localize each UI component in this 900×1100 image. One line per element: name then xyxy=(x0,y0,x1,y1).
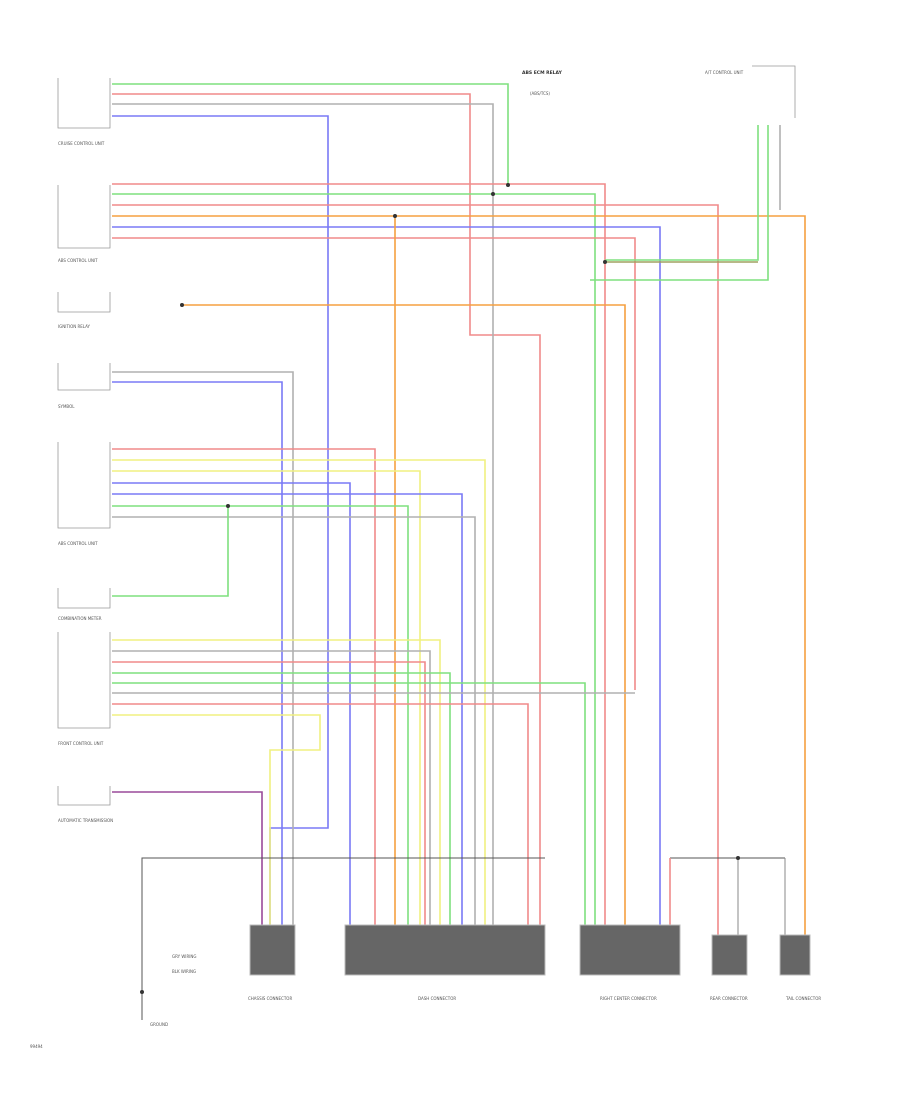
wire-front-yellow-2 xyxy=(112,714,321,975)
right-center-connector-block xyxy=(579,924,681,976)
wire-cruise-green xyxy=(112,83,509,185)
top-right-box xyxy=(752,65,796,118)
wire-abs2-yellow-1 xyxy=(112,459,486,975)
label-abs-control: ABS CONTROL UNIT xyxy=(58,258,98,263)
label-abs-control-2: ABS CONTROL UNIT xyxy=(58,541,98,546)
abs-control-unit-box xyxy=(57,185,111,249)
label-cruise-control: CRUISE CONTROL UNIT xyxy=(58,141,105,146)
wire-front-red-2 xyxy=(112,703,529,975)
splice-dot xyxy=(603,260,607,264)
wire-cruise-red xyxy=(112,93,541,975)
label-front-control: FRONT CONTROL UNIT xyxy=(58,741,104,746)
wire-ground-bus xyxy=(141,857,545,1020)
rear-connector-block xyxy=(711,934,748,976)
wires xyxy=(112,83,806,1020)
front-control-unit-box xyxy=(57,632,111,729)
connector-pins xyxy=(249,924,811,976)
label-rear-connector: REAR CONNECTOR xyxy=(710,996,748,1001)
wire-front-green-1 xyxy=(112,672,451,975)
component-boxes xyxy=(57,65,796,806)
legend-b: BLK WIRING xyxy=(172,969,196,974)
component-labels: CRUISE CONTROL UNIT ABS CONTROL UNIT IGN… xyxy=(30,70,821,1049)
tail-connector-block xyxy=(779,934,811,976)
wire-cruise-gray xyxy=(112,103,494,975)
small-box xyxy=(57,588,111,609)
abs-control-unit-2-box xyxy=(57,442,111,529)
wire-front-red xyxy=(112,661,426,975)
wire-abs-red-2 xyxy=(112,204,719,975)
wire-front-gray xyxy=(112,650,431,975)
ignition-relay-box xyxy=(57,292,111,313)
wire-abs-green xyxy=(112,193,596,975)
wire-abs2-blue-2 xyxy=(112,493,463,975)
splice-dots xyxy=(140,183,740,994)
splice-dot xyxy=(491,192,495,196)
label-chassis-connector: CHASSIS CONNECTOR xyxy=(248,996,292,1001)
wire-at-green-1 xyxy=(605,125,759,261)
wire-abs2-red xyxy=(112,448,376,975)
wire-front-yellow xyxy=(112,639,441,975)
label-abs-relay-sub: (ABS/TCS) xyxy=(530,91,550,96)
splice-dot xyxy=(393,214,397,218)
wire-at-violet xyxy=(112,791,263,975)
chassis-connector-block xyxy=(249,924,296,976)
wire-abs-blue xyxy=(112,226,661,975)
wire-at-green-2 xyxy=(590,125,769,281)
automatic-transmission-box xyxy=(57,786,111,806)
wire-abs2-gray xyxy=(112,516,476,975)
wire-cruise-blue xyxy=(112,115,329,975)
cruise-control-unit-box xyxy=(57,78,111,129)
wire-abs-orange xyxy=(112,215,806,975)
wire-ignition-orange xyxy=(182,304,626,975)
wire-abs2-green xyxy=(112,505,409,975)
dash-connector-block xyxy=(344,924,546,976)
wire-abs2-yellow-2 xyxy=(112,470,421,975)
label-right-center-connector: RIGHT CENTER CONNECTOR xyxy=(600,996,657,1001)
wire-abs-lightred xyxy=(112,237,636,690)
label-tail-connector: TAIL CONNECTOR xyxy=(785,996,821,1001)
label-ground: GROUND xyxy=(150,1022,168,1027)
symbol-box xyxy=(57,363,111,391)
splice-dot xyxy=(736,856,740,860)
legend-a: GRY WIRING xyxy=(172,954,197,959)
wire-symbol-blue xyxy=(112,381,283,975)
splice-dot xyxy=(226,504,230,508)
page-code: 99494 xyxy=(30,1044,43,1049)
wire-front-green-2 xyxy=(112,682,586,975)
wire-abs-red-1 xyxy=(112,183,606,975)
splice-dot xyxy=(140,990,144,994)
label-combination-meter: COMBINATION METER xyxy=(58,616,102,621)
label-ignition-relay: IGNITION RELAY xyxy=(58,324,91,329)
wire-symbol-gray xyxy=(112,371,294,975)
wire-abs2-blue-1 xyxy=(112,482,351,975)
splice-dot xyxy=(506,183,510,187)
wire-small-green xyxy=(112,506,229,597)
label-dash-connector: DASH CONNECTOR xyxy=(418,996,456,1001)
label-at-control: A/T CONTROL UNIT xyxy=(705,70,744,75)
label-abs-relay: ABS ECM RELAY xyxy=(522,70,563,76)
label-automatic-transmission: AUTOMATIC TRANSMISSION xyxy=(58,818,113,823)
label-symbol: SYMBOL xyxy=(58,404,75,409)
splice-dot xyxy=(180,303,184,307)
